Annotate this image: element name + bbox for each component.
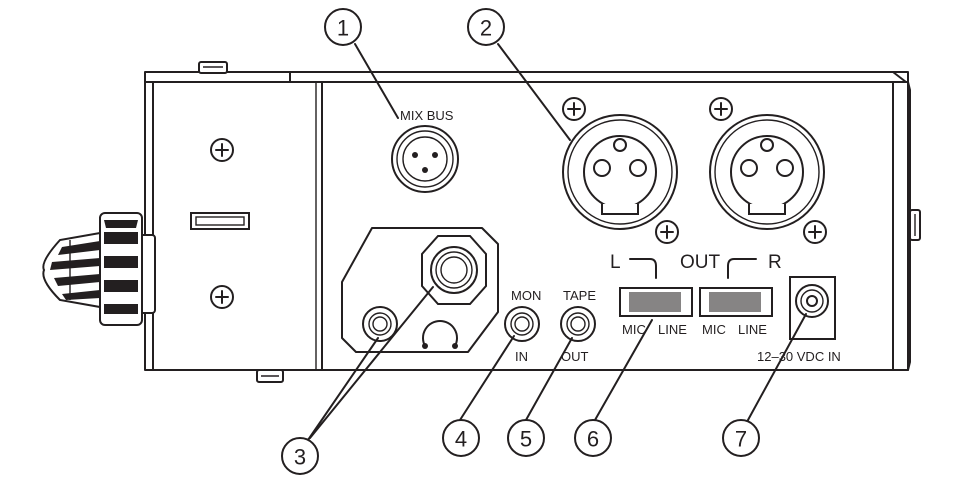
slot-opening [190, 212, 250, 230]
svg-text:3: 3 [294, 445, 306, 470]
svg-text:5: 5 [520, 427, 532, 452]
mic-line-switch-right [699, 287, 773, 317]
mix-bus-connector [391, 125, 459, 193]
phillips-screw-icon [803, 220, 827, 244]
svg-text:1: 1 [337, 16, 349, 41]
mix-bus-label: MIX BUS [400, 108, 454, 123]
dc-input-label: 12–30 VDC IN [757, 349, 841, 364]
side-screw [909, 209, 921, 241]
leader-lines [307, 43, 807, 441]
headphone-jack-small [362, 306, 398, 342]
mic-label-left: MIC [622, 322, 646, 337]
gain-knob [42, 212, 156, 326]
mon-label: MON [511, 288, 541, 303]
phillips-screw-icon [210, 138, 234, 162]
mic-label-right: MIC [702, 322, 726, 337]
mon-in-jack [504, 306, 540, 342]
callout-2: 2 [467, 8, 505, 46]
callout-7: 7 [722, 419, 760, 457]
phillips-screw-icon [709, 97, 733, 121]
callout-6: 6 [574, 419, 612, 457]
svg-text:6: 6 [587, 427, 599, 452]
bottom-screw [256, 369, 284, 383]
callout-5: 5 [507, 419, 545, 457]
mic-line-switch-left [619, 287, 693, 317]
phillips-screw-icon [655, 220, 679, 244]
xlr-output-right [709, 97, 827, 244]
callout-3: 3 [281, 437, 319, 475]
callout-1: 1 [324, 8, 362, 46]
callout-4: 4 [442, 419, 480, 457]
phillips-screw-icon [562, 97, 586, 121]
top-screw [198, 61, 228, 74]
tape-out-jack [560, 306, 596, 342]
line-label-right: LINE [738, 322, 767, 337]
right-channel-label: R [768, 252, 782, 273]
line-label-left: LINE [658, 322, 687, 337]
svg-text:4: 4 [455, 427, 467, 452]
headphone-recess [341, 227, 499, 353]
phillips-screw-icon [210, 285, 234, 309]
headphone-icon [422, 320, 458, 349]
mon-in-label: IN [515, 349, 528, 364]
tape-out-label: OUT [561, 349, 589, 364]
svg-text:7: 7 [735, 427, 747, 452]
headphone-jack-large [421, 235, 487, 305]
tape-label: TAPE [563, 288, 596, 303]
left-channel-label: L [610, 252, 621, 273]
xlr-output-left [562, 97, 679, 244]
svg-text:2: 2 [480, 16, 492, 41]
out-header-label: OUT [680, 252, 721, 273]
